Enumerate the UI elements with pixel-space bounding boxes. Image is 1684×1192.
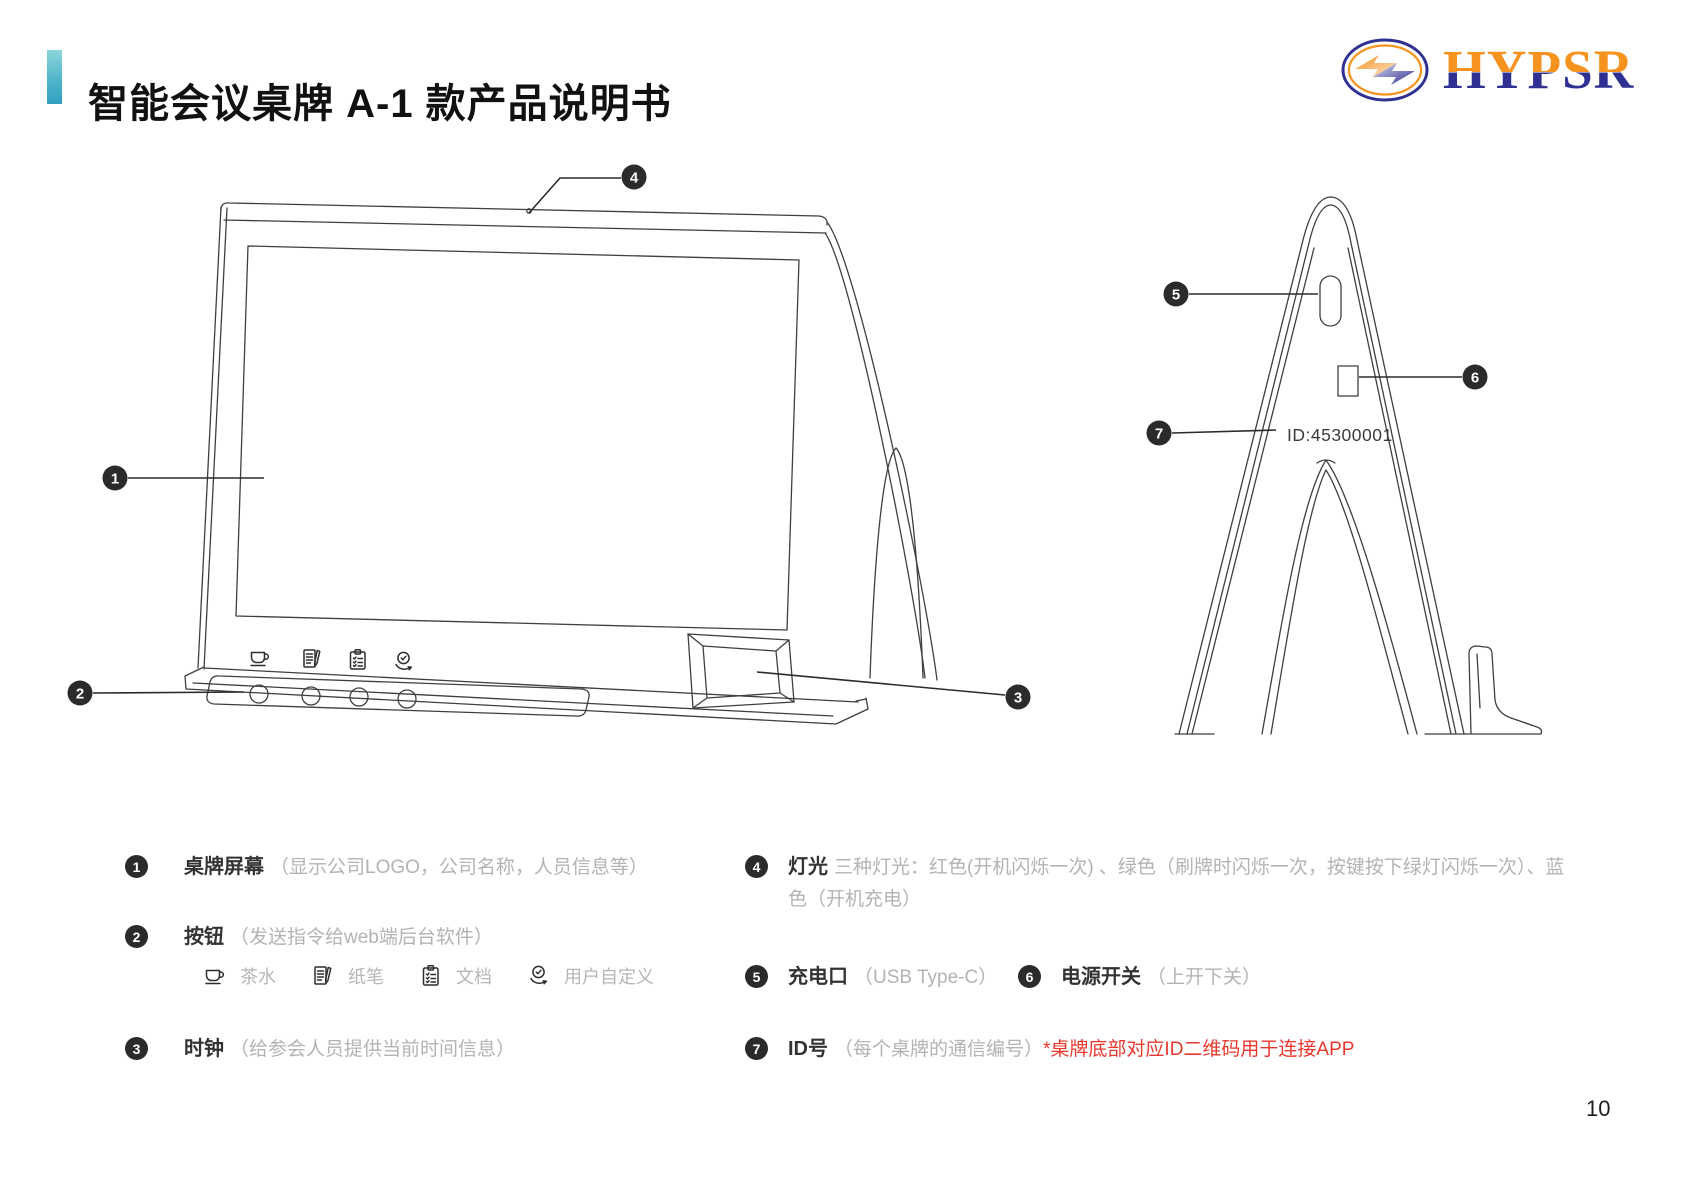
- legend-icon-tea: 茶水: [203, 963, 276, 989]
- clock-module: [687, 633, 795, 709]
- svg-text:5: 5: [1172, 287, 1180, 304]
- logo-bolt-blue: [1373, 63, 1415, 85]
- legend-badge-1: 1: [125, 855, 148, 878]
- hand-check-icon: [530, 965, 548, 985]
- paper-pencil-icon: [303, 649, 321, 668]
- callout-6: 6: [1359, 364, 1488, 390]
- callout-2: 2: [67, 680, 245, 706]
- device-button-1: [249, 684, 269, 704]
- callout-3: 3: [756, 671, 1031, 710]
- hand-check-icon: [395, 651, 413, 671]
- device-button-2: [301, 686, 321, 706]
- legend-text-screen: 桌牌屏幕（显示公司LOGO，公司名称，人员信息等）: [184, 856, 648, 878]
- side-arch-outer: [1261, 459, 1418, 735]
- legend-text-power-switch: 电源开关（上开下关）: [1061, 966, 1262, 988]
- page-number: 10: [1586, 1096, 1611, 1121]
- svg-text:1: 1: [111, 471, 119, 488]
- legend-item-buttons: 2 按钮（发送指令给web端后台软件）: [125, 925, 493, 954]
- legend-icon-doc: 文档: [419, 963, 492, 989]
- device-id-label: ID:45300001: [1287, 425, 1393, 445]
- callout-4: 4: [528, 164, 647, 214]
- title-accent-bar: [47, 50, 62, 104]
- logo-bolt-orange: [1355, 55, 1397, 77]
- usb-c-port: [1319, 275, 1342, 327]
- brand-logo-icon: [1341, 38, 1429, 102]
- svg-text:3: 3: [1014, 690, 1022, 707]
- id-note-red: *桌牌底部对应ID二维码用于连接APP: [1043, 1039, 1355, 1060]
- svg-text:7: 7: [1155, 426, 1163, 443]
- brand-logo: HYPSR HYPSR: [1341, 38, 1634, 102]
- legend-item-power-switch: 6 电源开关（上开下关）: [1018, 965, 1261, 994]
- legend-text-clock: 时钟（给参会人员提供当前时间信息）: [184, 1038, 516, 1060]
- legend-item-id: 7 ID号（每个桌牌的通信编号）*桌牌底部对应ID二维码用于连接APP: [745, 1037, 1354, 1066]
- teacup-icon: [205, 969, 225, 985]
- device-button-3: [349, 687, 369, 707]
- legend-badge-2: 2: [125, 925, 148, 948]
- callout-5: 5: [1163, 281, 1318, 307]
- logo-text-bottom: HYPSR: [1443, 39, 1635, 100]
- side-view-drawing: ID:45300001: [1174, 196, 1543, 735]
- side-arch-inner: [1270, 469, 1409, 735]
- legend-text-buttons: 按钮（发送指令给web端后台软件）: [184, 926, 493, 948]
- page-title: 智能会议桌牌 A-1 款产品说明书: [88, 81, 672, 126]
- button-strip: [206, 675, 590, 717]
- legend-badge-3: 3: [125, 1037, 148, 1060]
- legend-item-light: 4 灯光三种灯光：红色(开机闪烁一次) 、绿色（刷牌时闪烁一次，按键按下绿灯闪烁…: [745, 855, 1580, 916]
- legend-item-clock: 3 时钟（给参会人员提供当前时间信息）: [125, 1037, 515, 1066]
- legend-text-id: ID号（每个桌牌的通信编号）*桌牌底部对应ID二维码用于连接APP: [788, 1038, 1355, 1060]
- legend-icon-paper: 纸笔: [311, 963, 384, 989]
- legend-badge-7: 7: [745, 1037, 768, 1060]
- device-button-4: [397, 689, 417, 709]
- stand-bracket: [1468, 645, 1543, 735]
- callout-7: 7: [1146, 420, 1277, 446]
- front-back-leg-arch: [869, 447, 924, 679]
- teacup-icon: [250, 651, 270, 667]
- clipboard-icon: [422, 965, 439, 986]
- legend-item-charge-port: 5 充电口（USB Type-C）: [745, 965, 997, 994]
- paper-pencil-icon: [314, 966, 332, 985]
- legend-badge-6: 6: [1018, 965, 1041, 988]
- legend-icon-custom: 用户自定义: [527, 963, 654, 989]
- logo-text-top: HYPSR: [1443, 39, 1635, 100]
- svg-text:4: 4: [630, 170, 639, 187]
- brand-logo-text: HYPSR HYPSR: [1443, 39, 1634, 101]
- callout-1: 1: [102, 465, 264, 491]
- legend-item-screen: 1 桌牌屏幕（显示公司LOGO，公司名称，人员信息等）: [125, 855, 648, 884]
- legend-badge-4: 4: [745, 855, 768, 878]
- power-switch: [1337, 365, 1359, 397]
- svg-text:2: 2: [76, 686, 84, 703]
- legend-text-charge-port: 充电口（USB Type-C）: [788, 966, 998, 988]
- clipboard-icon: [349, 649, 366, 670]
- button-icon-legend: 茶水 纸笔 文档 用户自定义: [203, 963, 654, 989]
- legend-badge-5: 5: [745, 965, 768, 988]
- svg-text:6: 6: [1471, 370, 1479, 387]
- nameplate-screen: [235, 245, 800, 631]
- front-view-drawing: [184, 202, 938, 725]
- legend-text-light: 灯光三种灯光：红色(开机闪烁一次) 、绿色（刷牌时闪烁一次，按键按下绿灯闪烁一次…: [788, 856, 1565, 910]
